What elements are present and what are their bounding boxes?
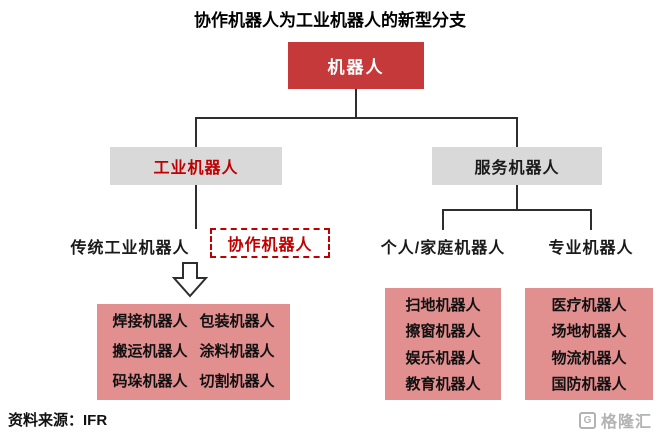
connector-industrial-down — [195, 185, 197, 229]
node-industrial-robot: 工业机器人 — [110, 147, 282, 185]
leaf-row: 焊接机器人 包装机器人 — [97, 307, 290, 337]
leaf-item: 焊接机器人 — [112, 313, 188, 330]
leaf-item: 国防机器人 — [551, 376, 627, 394]
leaf-box-industrial-types: 焊接机器人 包装机器人 搬运机器人 涂料机器人 码垛机器人 切割机器人 — [97, 304, 290, 400]
node-personal-home-robot: 个人/家庭机器人 — [380, 240, 506, 257]
connector-service-stub — [516, 185, 518, 209]
node-professional-robot: 专业机器人 — [548, 240, 634, 257]
connector-drop-personal — [442, 209, 444, 230]
leaf-box-personal-types: 扫地机器人 擦窗机器人 娱乐机器人 教育机器人 — [385, 288, 501, 400]
leaf-item: 场地机器人 — [551, 323, 627, 341]
gelonghui-logo-icon: G — [578, 411, 596, 429]
root-node-robot: 机器人 — [288, 42, 424, 89]
node-service-robot: 服务机器人 — [432, 147, 602, 185]
down-arrow-icon — [171, 262, 209, 298]
leaf-item: 娱乐机器人 — [405, 349, 481, 367]
source-note: 资料来源：IFR — [8, 412, 108, 429]
leaf-row: 搬运机器人 涂料机器人 — [97, 337, 290, 367]
leaf-item: 教育机器人 — [405, 376, 481, 394]
connector-root-stub — [355, 89, 357, 117]
leaf-box-professional-types: 医疗机器人 场地机器人 物流机器人 国防机器人 — [525, 288, 653, 400]
leaf-item: 搬运机器人 — [112, 343, 188, 360]
connector-service-hbar — [442, 209, 592, 211]
leaf-item: 码垛机器人 — [112, 373, 188, 390]
node-traditional-industrial: 传统工业机器人 — [70, 240, 190, 257]
connector-drop-industrial — [195, 117, 197, 147]
page-title: 协作机器人为工业机器人的新型分支 — [194, 11, 466, 30]
node-collaborative-robot: 协作机器人 — [210, 228, 330, 258]
leaf-item: 涂料机器人 — [199, 343, 275, 360]
connector-drop-professional — [590, 209, 592, 230]
connector-drop-service — [516, 117, 518, 147]
leaf-item: 医疗机器人 — [551, 296, 627, 314]
watermark-text: 格隆汇 — [600, 414, 652, 431]
leaf-item: 物流机器人 — [551, 349, 627, 367]
leaf-item: 扫地机器人 — [405, 296, 481, 314]
leaf-item: 擦窗机器人 — [405, 323, 481, 341]
leaf-item: 切割机器人 — [199, 373, 275, 390]
leaf-item: 包装机器人 — [199, 313, 275, 330]
leaf-row: 码垛机器人 切割机器人 — [97, 367, 290, 397]
connector-top-hbar — [195, 117, 518, 119]
watermark: G 格隆汇 — [578, 408, 652, 432]
